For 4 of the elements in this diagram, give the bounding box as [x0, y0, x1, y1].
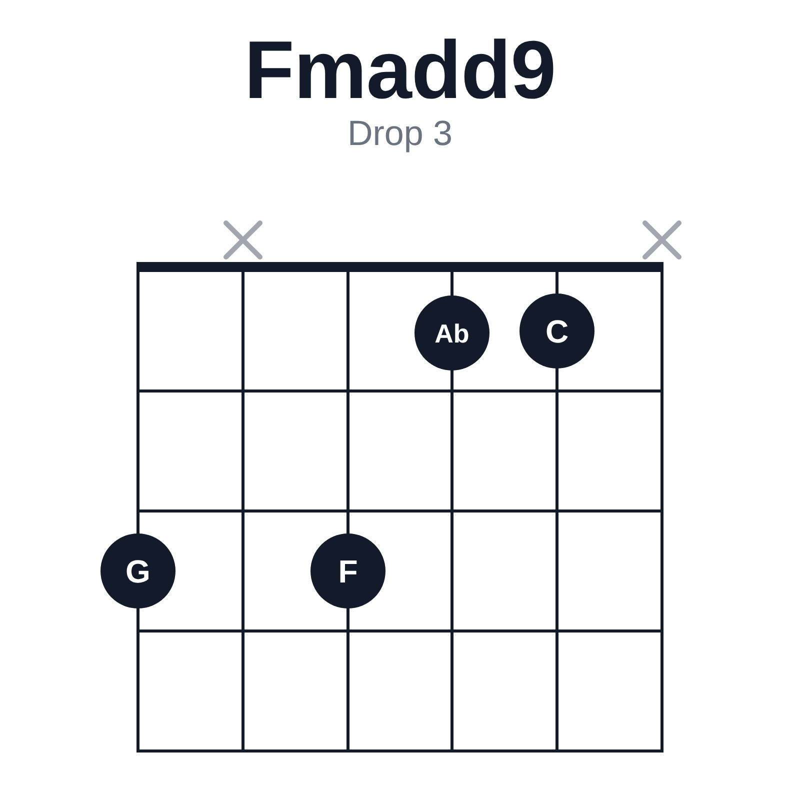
note-name: C	[545, 315, 569, 347]
note-name: F	[338, 555, 358, 587]
note-name: G	[126, 555, 150, 587]
note-name: Ab	[434, 320, 470, 346]
